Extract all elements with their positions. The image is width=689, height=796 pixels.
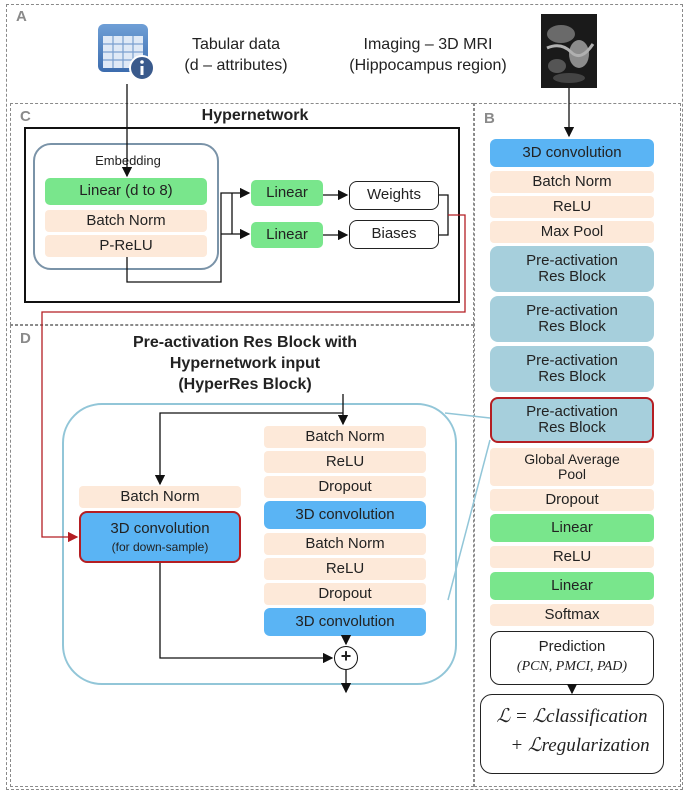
main-batch-norm-1: Batch Norm bbox=[264, 426, 426, 448]
shortcut-conv-note: (for down-sample) bbox=[111, 540, 209, 554]
embedding-box bbox=[33, 143, 219, 270]
loss-line-2: + ℒregularization bbox=[510, 735, 650, 756]
main-dropout-2: Dropout bbox=[264, 583, 426, 605]
linear-weights-block: Linear bbox=[251, 180, 323, 206]
main-conv3d-2: 3D convolution bbox=[264, 608, 426, 636]
embedding-label: Embedding bbox=[95, 153, 161, 168]
main-relu-2: ReLU bbox=[264, 558, 426, 580]
section-c-frame bbox=[10, 103, 474, 325]
imaging-label: Imaging – 3D MRI (Hippocampus region) bbox=[349, 36, 507, 74]
main-relu-1: ReLU bbox=[264, 451, 426, 473]
section-b-letter: B bbox=[484, 110, 495, 127]
loss-box: ℒ = ℒclassification + ℒregularization bbox=[480, 694, 664, 774]
section-a-frame bbox=[6, 4, 683, 790]
mri-slice-image bbox=[541, 14, 597, 88]
tabular-data-attributes: (d – attributes) bbox=[184, 57, 288, 74]
main-conv3d-1: 3D convolution bbox=[264, 501, 426, 529]
main-dropout-1: Dropout bbox=[264, 476, 426, 498]
section-c-letter: C bbox=[20, 108, 31, 125]
prediction-label: Prediction bbox=[538, 638, 606, 655]
b-softmax-block: Softmax bbox=[490, 604, 654, 626]
biases-block: Biases bbox=[349, 220, 439, 249]
b-relu-block-2: ReLU bbox=[490, 546, 654, 568]
hyperres-title: Pre-activation Res Block with Hypernetwo… bbox=[132, 334, 358, 393]
section-d-frame bbox=[10, 325, 474, 787]
linear-biases-block: Linear bbox=[251, 222, 323, 248]
hyperres-block-container bbox=[62, 403, 457, 685]
weights-block: Weights bbox=[349, 181, 439, 210]
b-dropout-block: Dropout bbox=[490, 489, 654, 511]
embed-batch-norm-block: Batch Norm bbox=[45, 210, 207, 232]
b-res-block-1: Pre-activation Res Block bbox=[490, 246, 654, 292]
tabular-data-label: Tabular data (d – attributes) bbox=[166, 36, 306, 75]
b-res-block-2: Pre-activation Res Block bbox=[490, 296, 654, 342]
main-batch-norm-2: Batch Norm bbox=[264, 533, 426, 555]
linear-d-to-8-label: Linear (d to 8) bbox=[79, 182, 173, 200]
b-linear-block-1: Linear bbox=[490, 514, 654, 542]
shortcut-batch-norm-block: Batch Norm bbox=[79, 486, 241, 508]
section-d-letter: D bbox=[20, 330, 31, 347]
spreadsheet-info-icon bbox=[96, 22, 160, 84]
sum-node: + bbox=[334, 646, 358, 670]
hypernetwork-title: Hypernetwork bbox=[201, 107, 309, 124]
b-global-avg-pool-block: Global Average Pool bbox=[490, 448, 654, 486]
prelu-block: P-ReLU bbox=[45, 235, 207, 257]
shortcut-conv3d-block: 3D convolution (for down-sample) bbox=[79, 511, 241, 563]
b-batch-norm-block: Batch Norm bbox=[490, 171, 654, 193]
section-b-frame bbox=[474, 103, 681, 787]
b-relu-block: ReLU bbox=[490, 196, 654, 218]
b-res-block-3: Pre-activation Res Block bbox=[490, 346, 654, 392]
linear-d-to-8-block: Linear (d to 8) bbox=[45, 178, 207, 205]
b-res-block-4-highlighted: Pre-activation Res Block bbox=[490, 397, 654, 443]
loss-line-1: ℒ = ℒclassification bbox=[496, 706, 648, 727]
prediction-values: (PCN, PMCI, PAD) bbox=[516, 659, 628, 674]
b-conv3d-block: 3D convolution bbox=[490, 139, 654, 167]
b-linear-block-2: Linear bbox=[490, 572, 654, 600]
b-max-pool-block: Max Pool bbox=[490, 221, 654, 243]
section-a-letter: A bbox=[16, 8, 27, 25]
prediction-box: Prediction (PCN, PMCI, PAD) bbox=[490, 631, 654, 685]
